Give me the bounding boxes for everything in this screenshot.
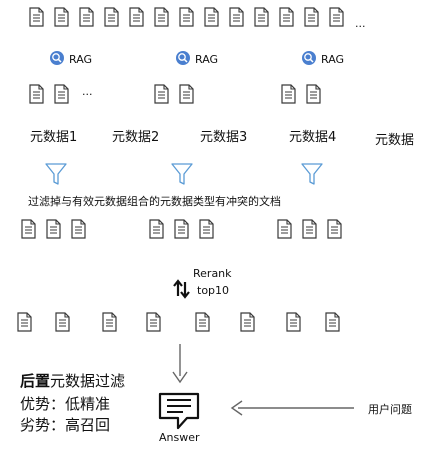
document-icon [279, 7, 294, 27]
rag-icon [301, 50, 317, 66]
document-icon [149, 219, 164, 239]
notes-title-bold: 后置 [20, 372, 51, 390]
document-icon [154, 84, 169, 104]
document-icon [55, 312, 70, 332]
rag-icon [175, 50, 191, 66]
document-icon [286, 312, 301, 332]
notes-pro: 优势：低精准 [20, 395, 111, 413]
rerank-sort-icon [173, 279, 190, 299]
top-document-row [29, 7, 344, 27]
top10-document-row [17, 312, 340, 332]
document-icon [302, 219, 317, 239]
document-icon [29, 7, 44, 27]
document-icon [79, 7, 94, 27]
metadata-label-5: 元数据 [375, 133, 415, 148]
filter-funnel-icon [301, 163, 323, 185]
document-icon [195, 312, 210, 332]
notes-title: 后置元数据过滤 [20, 374, 125, 389]
document-icon [174, 219, 189, 239]
document-icon [54, 84, 69, 104]
document-icon [254, 7, 269, 27]
answer-chat-icon [158, 392, 200, 430]
document-icon [71, 219, 86, 239]
metadata-label-4: 元数据4 [289, 130, 337, 145]
document-icon [17, 312, 32, 332]
retrieved-document-row [29, 84, 321, 104]
document-icon [304, 7, 319, 27]
answer-label: Answer [159, 431, 200, 444]
document-icon [146, 312, 161, 332]
document-icon [179, 84, 194, 104]
document-icon [229, 7, 244, 27]
document-icon [329, 7, 344, 27]
document-icon [199, 219, 214, 239]
down-arrow [172, 344, 188, 384]
user-question-label: 用户问题 [368, 403, 412, 416]
metadata-label-1: 元数据1 [30, 130, 78, 145]
document-icon [29, 84, 44, 104]
document-icon [327, 219, 342, 239]
ellipsis-middle: ... [82, 85, 93, 98]
rag-label: RAG [321, 53, 345, 66]
document-icon [129, 7, 144, 27]
filtered-document-row [21, 219, 342, 239]
rag-label: RAG [69, 53, 93, 66]
rerank-top10-label: top10 [197, 284, 230, 297]
document-icon [104, 7, 119, 27]
metadata-label-3: 元数据3 [200, 130, 248, 145]
document-icon [240, 312, 255, 332]
left-arrow [230, 400, 354, 416]
document-icon [204, 7, 219, 27]
notes-con: 劣势：高召回 [20, 416, 111, 434]
notes-title-rest: 元数据过滤 [50, 372, 126, 390]
document-icon [154, 7, 169, 27]
rag-label: RAG [195, 53, 219, 66]
document-icon [46, 219, 61, 239]
document-icon [281, 84, 296, 104]
rag-icon [49, 50, 65, 66]
document-icon [306, 84, 321, 104]
ellipsis-top: ... [355, 17, 366, 30]
filter-funnel-icon [171, 163, 193, 185]
document-icon [277, 219, 292, 239]
document-icon [179, 7, 194, 27]
filter-funnel-icon [45, 163, 67, 185]
filter-caption: 过滤掉与有效元数据组合的元数据类型有冲突的文档 [28, 195, 281, 208]
rerank-label: Rerank [193, 267, 232, 280]
document-icon [54, 7, 69, 27]
document-icon [102, 312, 117, 332]
document-icon [325, 312, 340, 332]
document-icon [21, 219, 36, 239]
metadata-label-2: 元数据2 [112, 130, 160, 145]
